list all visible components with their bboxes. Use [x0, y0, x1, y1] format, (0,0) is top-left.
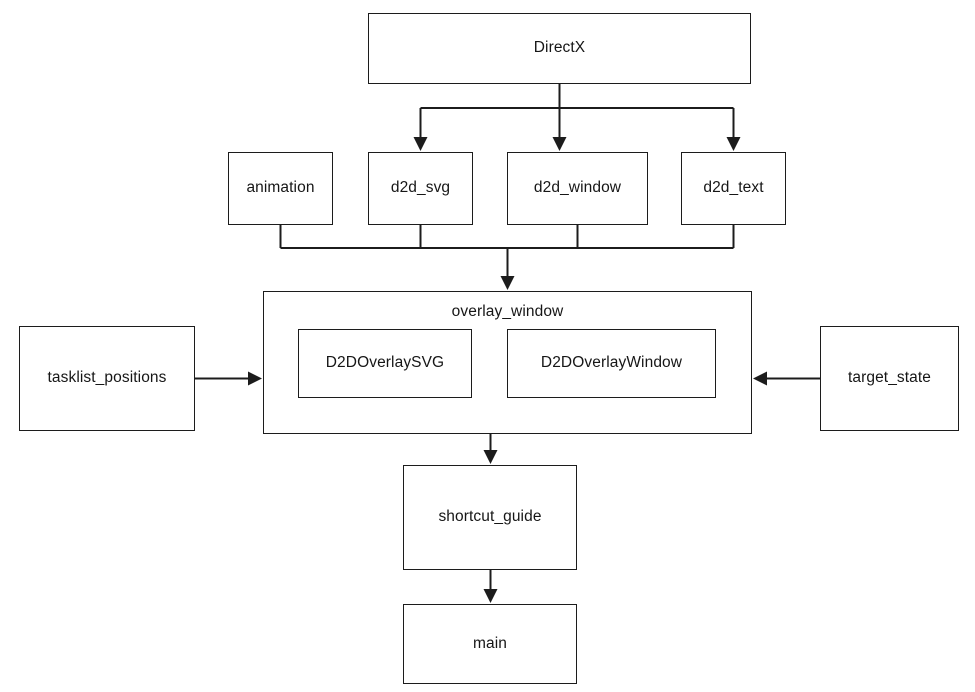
- arrowhead-overlay-window-left: [248, 371, 262, 386]
- node-d2d-text-label: d2d_text: [703, 179, 764, 197]
- arrowhead-d2d-window: [552, 137, 567, 151]
- node-d2d-overlay-svg-label: D2DOverlaySVG: [325, 354, 445, 372]
- node-d2d-overlay-window[interactable]: D2DOverlayWindow: [507, 329, 716, 398]
- node-tasklist-positions[interactable]: tasklist_positions: [19, 326, 195, 431]
- node-d2d-svg-label: d2d_svg: [390, 179, 451, 197]
- arrowhead-shortcut-guide: [483, 450, 498, 464]
- node-animation[interactable]: animation: [228, 152, 333, 225]
- edge-row2-merge-bus: [279, 225, 735, 249]
- node-shortcut-guide-label: shortcut_guide: [438, 508, 542, 526]
- node-tasklist-positions-label: tasklist_positions: [47, 369, 167, 387]
- node-d2d-overlay-window-label: D2DOverlayWindow: [540, 354, 683, 372]
- node-shortcut-guide[interactable]: shortcut_guide: [403, 465, 577, 570]
- arrowhead-overlay-window-top: [500, 276, 515, 290]
- node-d2d-window-label: d2d_window: [533, 179, 622, 197]
- arrowhead-main: [483, 589, 498, 603]
- node-d2d-window[interactable]: d2d_window: [507, 152, 648, 225]
- node-d2d-svg[interactable]: d2d_svg: [368, 152, 473, 225]
- arrowhead-d2d-svg: [413, 137, 428, 151]
- node-overlay-window-label: overlay_window: [451, 303, 564, 320]
- node-overlay-window[interactable]: overlay_window: [263, 291, 752, 434]
- node-target-state-label: target_state: [847, 369, 932, 387]
- node-main[interactable]: main: [403, 604, 577, 684]
- node-d2d-overlay-svg[interactable]: D2DOverlaySVG: [298, 329, 472, 398]
- node-d2d-text[interactable]: d2d_text: [681, 152, 786, 225]
- arrowhead-d2d-text: [726, 137, 741, 151]
- arrowhead-overlay-window-right: [753, 371, 767, 386]
- node-main-label: main: [473, 634, 507, 652]
- node-directx[interactable]: DirectX: [368, 13, 751, 84]
- node-directx-label: DirectX: [533, 39, 586, 57]
- node-animation-label: animation: [246, 179, 315, 197]
- edge-directx-bus: [420, 84, 734, 109]
- node-target-state[interactable]: target_state: [820, 326, 959, 431]
